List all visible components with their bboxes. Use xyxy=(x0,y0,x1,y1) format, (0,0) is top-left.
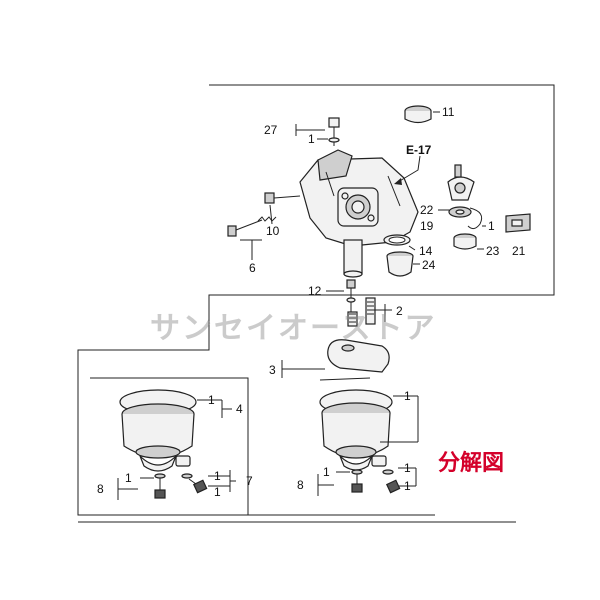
part-14-gasket xyxy=(383,234,411,246)
part-choke-lever xyxy=(447,164,475,201)
carburetor-body xyxy=(299,149,419,278)
label-7: 7 xyxy=(246,474,253,488)
diagram-frame xyxy=(77,84,555,516)
leader-14 xyxy=(408,245,416,251)
label-1-right-b: 1 xyxy=(404,461,411,475)
part-22-washer xyxy=(448,206,472,218)
label-4: 4 xyxy=(236,402,243,416)
leader-1-right-a xyxy=(380,395,419,443)
part-11-cap xyxy=(404,105,432,124)
leader-4 xyxy=(197,399,232,418)
part-10-screw xyxy=(264,192,301,204)
label-6: 6 xyxy=(249,261,256,275)
float-bowl-right xyxy=(319,389,393,471)
part-21-clip xyxy=(505,213,531,233)
label-7-sub-b: 1 xyxy=(214,485,221,499)
leader-7 xyxy=(208,470,236,492)
shop-watermark: サンセイオーストア xyxy=(150,311,437,346)
e17-arrowhead xyxy=(394,178,402,185)
label-27-sub: 1 xyxy=(308,132,315,146)
part-4-float-bowl-left xyxy=(119,389,197,472)
label-7-sub-a: 1 xyxy=(214,469,221,483)
part-19-spring xyxy=(467,207,483,230)
part-12-jet xyxy=(346,279,356,312)
leader-6 xyxy=(240,239,262,260)
label-1-right-a: 1 xyxy=(404,389,411,403)
label-19: 19 xyxy=(420,219,434,233)
part-2-jets xyxy=(347,297,376,327)
part-8-bolt-left xyxy=(154,473,166,499)
leader-1-right-bc xyxy=(398,467,417,487)
leader-3 xyxy=(281,360,325,378)
part-8-bolt-right xyxy=(351,469,363,493)
label-19-sub: 1 xyxy=(488,219,495,233)
label-23: 23 xyxy=(486,244,500,258)
label-21: 21 xyxy=(512,244,526,258)
label-10: 10 xyxy=(266,224,280,238)
leader-8-right xyxy=(317,474,334,496)
part-23-bushing xyxy=(453,233,477,250)
label-11: 11 xyxy=(442,105,455,119)
part-7-drain-screw xyxy=(181,473,208,494)
label-8-left: 8 xyxy=(97,482,104,496)
label-3: 3 xyxy=(269,363,276,377)
part-6-screw-spring xyxy=(227,216,277,237)
label-14: 14 xyxy=(419,244,433,258)
label-2: 2 xyxy=(396,304,403,318)
label-27: 27 xyxy=(264,123,278,137)
label-22: 22 xyxy=(420,203,434,217)
leader-2 xyxy=(372,304,392,322)
leader-8-left xyxy=(117,478,138,500)
leader-27 xyxy=(295,124,325,136)
drain-screw-right xyxy=(382,469,401,494)
leader-e17 xyxy=(397,155,421,183)
label-12: 12 xyxy=(308,284,322,298)
label-8-right: 8 xyxy=(297,478,304,492)
label-8-right-sub: 1 xyxy=(323,465,330,479)
part-27-screw xyxy=(328,117,340,146)
label-4-sub: 1 xyxy=(208,393,215,407)
label-e17: E-17 xyxy=(406,143,432,157)
label-1-right-c: 1 xyxy=(404,479,411,493)
part-3-float xyxy=(319,339,390,381)
label-8-left-sub: 1 xyxy=(125,471,132,485)
label-24: 24 xyxy=(422,258,436,272)
exploded-view-stamp: 分解図 xyxy=(438,450,504,476)
diagram-frame-inner xyxy=(90,377,249,515)
part-24-valve xyxy=(386,251,414,277)
